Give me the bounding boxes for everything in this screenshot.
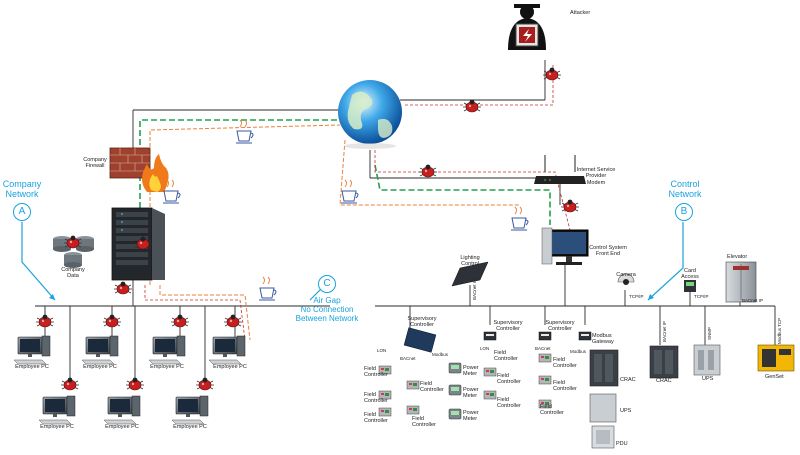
camera-label: Camera [616,272,636,278]
lon-label-2: LON [480,346,490,351]
pdu-icon [591,425,615,449]
genset-icon [757,344,795,372]
attack-path [144,65,571,341]
power-meters [448,362,462,420]
front-end-label: Control System Front End [589,245,627,258]
employee-pc-label-6: Employee PC [105,424,139,430]
field-label-4: Field Controller [420,381,444,394]
front-end-pc-icon [541,227,589,265]
supervisory-label-2: Supervisory Controller [493,320,523,333]
employee-pc-label-2: Employee PC [83,364,117,370]
marker-a: A [13,203,31,221]
pointer-arrowheads [49,294,654,300]
employee-pc-label-7: Employee PC [173,424,207,430]
field-label-2: Field Controller [364,392,388,405]
elevator-icon [725,261,757,303]
company-data-icon [53,236,94,268]
employee-pc-label-5: Employee PC [40,424,74,430]
power-meter-label-1: Power Meter [463,365,479,378]
elevator-label: Elevator [727,254,748,260]
bacnet-label-1: BACnet [400,356,416,361]
crac-protocol-label: BACnet IP [662,320,667,342]
attacker-label: Attacker [570,10,591,16]
company-firewall-label: Company Firewall [83,157,107,170]
crac-label-1: CRAC [620,377,636,383]
control-network-title: Control Network [668,179,702,200]
pdu-label: PDU [616,441,628,447]
field-label-8: Field Controller [497,397,521,410]
field-label-11: Field Controller [540,404,564,417]
ups-units-icon [589,344,721,423]
lighting-control-icon [451,261,489,287]
field-label-1: Field Controller [364,366,388,379]
field-label-10: Field Controller [553,380,577,393]
company-firewall-icon [109,147,169,192]
genset-label: GenSet [765,374,784,380]
modbus-label-1: Modbus [432,352,449,357]
attacker-icon [508,4,546,50]
camera-protocol-label: TCP/IP [629,294,644,299]
server-rack-icon [111,207,165,281]
field-label-5: Field Controller [412,416,436,429]
ups-label-1: UPS [620,408,632,414]
isp-modem-label: Internet Service Provider Modem [576,167,616,186]
control-network-drops [369,60,776,345]
power-meter-label-3: Power Meter [463,410,479,423]
modbus-gateway-label: Modbus Gateway [592,333,614,346]
ups-label-2: UPS [702,376,714,382]
employee-pcs [13,335,246,425]
modbus-label-2: Modbus [570,349,587,354]
company-network-title: Company Network [2,179,42,200]
field-label-6: Field Controller [494,350,518,363]
marker-c: C [318,275,336,293]
bacnet-label-2: BACnet [535,346,551,351]
lon-label-1: LON [377,348,387,353]
crac-units-icon [589,345,679,387]
crac-label-2: CRAC [656,378,672,384]
card-access-icon [684,280,696,292]
internet-globe-icon [338,80,402,149]
lighting-protocol-label: BACnet IP [472,278,477,300]
employee-pc-label-1: Employee PC [15,364,49,370]
green-path [139,119,551,280]
employee-pc-label-4: Employee PC [213,364,247,370]
field-label-9: Field Controller [553,357,577,370]
supervisory-label-1: Supervisory Controller [407,316,437,329]
lighting-control-label: Lighting Control [460,255,480,268]
field-label-7: Field Controller [497,373,521,386]
marker-b: B [675,203,693,221]
camera-icon [617,273,635,285]
power-meter-label-2: Power Meter [463,387,479,400]
employee-pc-label-3: Employee PC [150,364,184,370]
card-access-label: Card Access [681,268,699,281]
air-gap-label: Air Gap No Connection Between Network [295,296,359,324]
elevator-protocol-label: BACnet IP [742,298,764,303]
field-label-3: Field Controller [364,412,388,425]
genset-protocol-label: Modbus TCP [777,317,782,344]
ups-protocol-label: SNMP [707,326,712,340]
supervisory-label-3: Supervisory Controller [545,320,575,333]
company-data-label: Company Data [61,267,85,280]
field-controllers [378,353,552,417]
isp-modem-icon [534,155,586,184]
card-access-protocol-label: TCP/IP [694,294,709,299]
supervisory-controllers [403,327,592,353]
